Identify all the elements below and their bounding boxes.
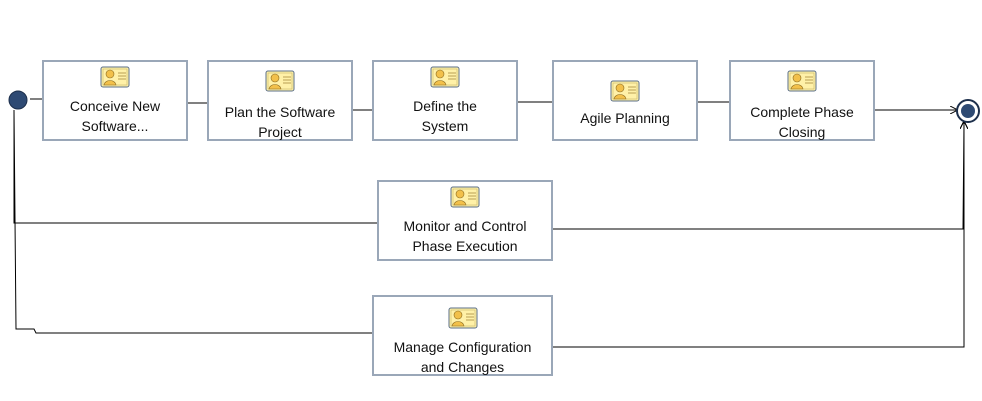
- role-task-icon: [448, 307, 477, 329]
- connector-manage-end: [538, 122, 964, 348]
- task-conceive-new-software[interactable]: Conceive New Software...: [42, 60, 188, 141]
- task-label: Complete Phase Closing: [735, 102, 869, 142]
- role-task-icon: [265, 70, 295, 92]
- task-label: Plan the Software Project: [213, 102, 347, 142]
- connector-start-manage: [13, 109, 386, 333]
- task-label-line-1: Define the: [413, 98, 477, 114]
- task-label: Conceive New Software...: [48, 96, 182, 136]
- task-plan-the-software-project[interactable]: Plan the Software Project: [207, 60, 353, 141]
- task-label: Monitor and Control Phase Execution: [383, 216, 547, 256]
- task-label-line-2: Closing: [778, 124, 826, 140]
- task-agile-planning[interactable]: Agile Planning: [552, 60, 698, 141]
- task-label-line-1: Monitor and Control: [403, 218, 527, 234]
- task-label: Define the System: [378, 96, 512, 136]
- task-define-the-system[interactable]: Define the System: [372, 60, 518, 141]
- task-monitor-and-control-phase-execution[interactable]: Monitor and Control Phase Execution: [377, 180, 553, 261]
- task-label-line-2: System: [421, 118, 469, 134]
- task-label-line-2: and Changes: [420, 359, 505, 375]
- task-label-line-2: Software...: [81, 118, 149, 134]
- role-task-icon: [610, 80, 640, 102]
- task-manage-configuration-and-changes[interactable]: Manage Configuration and Changes: [372, 295, 553, 376]
- task-label-line-2: Project: [258, 124, 302, 140]
- role-task-icon: [787, 70, 817, 92]
- task-label-line-1: Manage Configuration: [393, 339, 532, 355]
- start-node[interactable]: [8, 90, 28, 110]
- task-complete-phase-closing[interactable]: Complete Phase Closing: [729, 60, 875, 141]
- task-label-line-2: Phase Execution: [412, 238, 518, 254]
- task-label-line-1: Conceive New: [69, 98, 161, 114]
- task-label-line-1: Agile Planning: [580, 110, 670, 126]
- task-label-line-1: Complete Phase: [750, 104, 854, 120]
- role-task-icon: [450, 186, 480, 208]
- task-label-line-1: Plan the Software: [224, 104, 336, 120]
- task-label: Manage Configuration and Changes: [378, 337, 547, 377]
- task-label: Agile Planning: [558, 108, 692, 128]
- role-task-icon: [430, 66, 460, 88]
- end-node[interactable]: [961, 104, 975, 118]
- role-task-icon: [100, 66, 130, 88]
